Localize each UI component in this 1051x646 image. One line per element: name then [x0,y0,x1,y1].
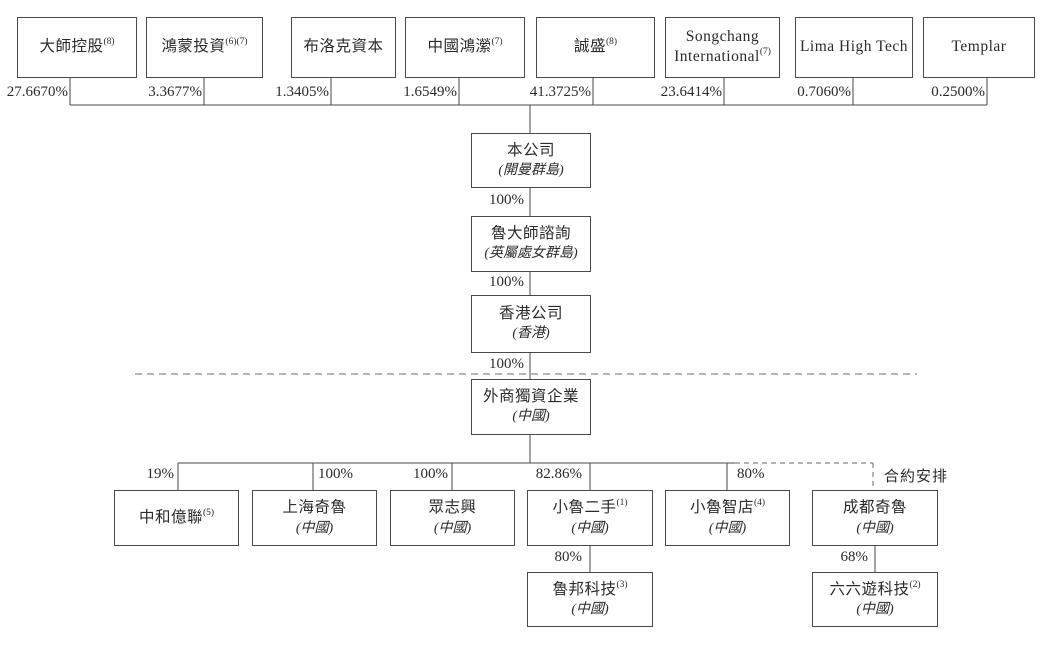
ownership-pct-label: 100% [489,356,524,372]
solid-connectors [69,78,988,572]
ownership-pct-label: 82.86% [535,466,582,482]
node-hongmeng-investment: 鴻蒙投資(6)(7) [146,17,263,78]
ownership-pct-label: 1.3405% [275,84,329,100]
node-label: 鴻蒙投資(6)(7) [161,37,248,56]
node-china-hongying: 中國鴻瀠(7) [405,17,525,78]
ownership-pct-label: 100% [489,192,524,208]
node-jurisdiction: (中國) [571,602,609,618]
node-ludashi-consulting-bvi: 魯大師諮詢 (英屬處女群島) [471,216,591,272]
node-label: Lima High Tech [799,38,909,56]
node-jurisdiction: (中國) [295,520,334,536]
footnote-sup: (7) [491,37,503,48]
contract-dashed-connector [735,462,874,490]
footnote-sup: (7) [759,47,771,58]
node-xiaolu-ershou: 小魯二手(1) (中國) [527,490,653,546]
node-block-capital: 布洛克資本 [291,17,396,78]
node-label: 大師控股(8) [39,37,115,56]
node-label: Songchang International(7) [674,28,771,66]
node-label: Templar [951,38,1007,56]
node-label: 本公司 [506,141,555,159]
node-label: 布洛克資本 [303,38,384,56]
node-wfoe: 外商獨資企業 (中國) [471,379,591,435]
node-zhonghe-yilian: 中和億聯(5) [114,490,239,546]
footnote-sup: (4) [753,498,766,509]
node-jurisdiction: (中國) [856,520,894,536]
node-dashi-holdings: 大師控股(8) [17,17,137,78]
ownership-pct-label: 100% [413,466,448,482]
ownership-pct-label: 0.7060% [797,84,851,100]
node-jurisdiction: (中國) [708,520,747,536]
node-jurisdiction: (英屬處女群島) [484,246,578,262]
node-label: 外商獨資企業 [482,388,579,406]
ownership-pct-label: 27.6670% [6,84,68,100]
ownership-pct-label: 19% [146,466,175,482]
node-jurisdiction: (香港) [512,326,550,342]
footnote-sup: (3) [616,579,628,590]
node-label: 六六遊科技(2) [829,579,921,598]
node-jurisdiction: (中國) [512,409,550,425]
ownership-pct-label: 1.6549% [403,84,457,100]
footnote-sup: (6)(7) [225,37,248,48]
node-liuliuyou-technology: 六六遊科技(2) (中國) [812,572,938,627]
node-label: 魯邦科技(3) [552,579,628,598]
ownership-pct-label: 41.3725% [529,84,591,100]
node-templar: Templar [923,17,1035,78]
node-label: 小魯智店(4) [689,498,766,517]
node-the-company-cayman: 本公司 (開曼群島) [471,133,591,188]
node-lima-high-tech: Lima High Tech [795,17,913,78]
node-jurisdiction: (中國) [433,520,472,536]
footnote-sup: (8) [103,37,115,48]
node-label: 眾志興 [428,499,477,517]
node-jurisdiction: (中國) [856,602,894,618]
node-label: 成都奇魯 [842,499,907,517]
node-label: 小魯二手(1) [552,498,628,517]
footnote-sup: (2) [909,579,921,590]
ownership-pct-label: 23.6414% [660,84,722,100]
footnote-sup: (8) [605,37,618,48]
node-jurisdiction: (開曼群島) [498,162,564,178]
node-xiaolu-zhidian: 小魯智店(4) (中國) [665,490,790,546]
node-label: 魯大師諮詢 [490,225,571,243]
ownership-pct-label: 80% [737,466,765,482]
ownership-pct-label: 100% [318,466,353,482]
node-lubang-technology: 魯邦科技(3) (中國) [527,572,653,627]
node-hk-company: 香港公司 (香港) [471,295,591,353]
ownership-pct-label: 68% [840,549,869,565]
node-label: 中國鴻瀠(7) [427,37,503,56]
node-jurisdiction: (中國) [571,520,609,536]
node-zhongzhixing: 眾志興 (中國) [390,490,515,546]
ownership-pct-label: 80% [554,549,583,565]
node-label: 上海奇魯 [282,499,347,517]
node-shanghai-qilu: 上海奇魯 (中國) [252,490,377,546]
contract-arrangement-label: 合約安排 [884,469,949,485]
node-chengdu-qilu: 成都奇魯 (中國) [812,490,938,546]
ownership-pct-label: 3.3677% [148,84,202,100]
node-label: 誠盛(8) [573,37,618,56]
ownership-pct-label: 100% [489,274,524,290]
node-chengsheng: 誠盛(8) [536,17,655,78]
footnote-sup: (1) [616,498,628,509]
footnote-sup: (5) [202,507,215,518]
node-songchang-international: Songchang International(7) [665,17,780,78]
node-label: 中和億聯(5) [138,507,215,526]
ownership-pct-label: 0.2500% [931,84,985,100]
node-label: 香港公司 [498,305,563,323]
